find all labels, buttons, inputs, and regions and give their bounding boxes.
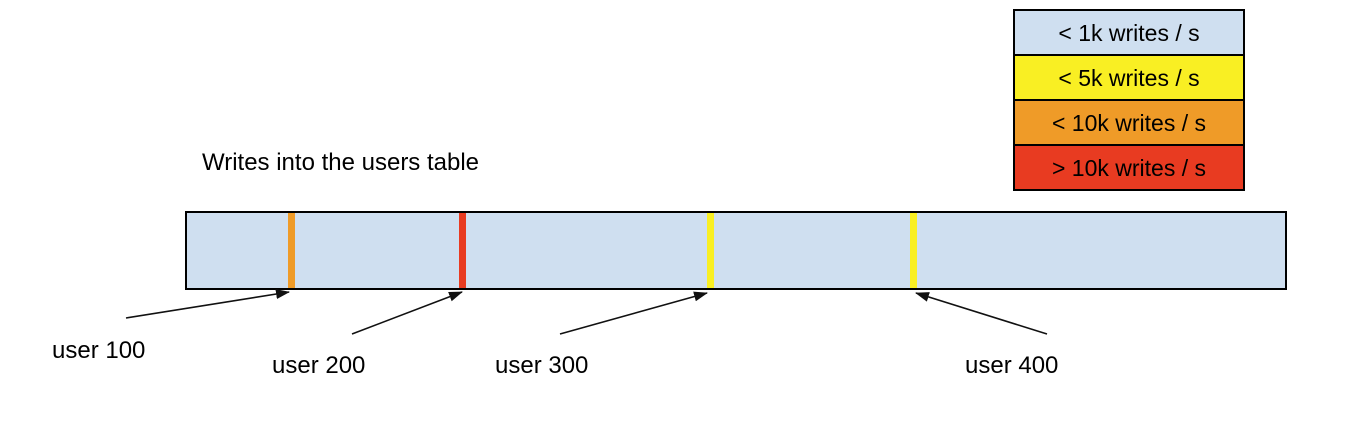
arrow-user-200: [351, 291, 463, 335]
legend-item-gt-10k: > 10k writes / s: [1013, 144, 1245, 191]
legend: < 1k writes / s < 5k writes / s < 10k wr…: [1013, 9, 1245, 191]
callout-label-user-400: user 400: [965, 352, 1059, 379]
hotspot-stripe-user-300: [707, 213, 714, 288]
arrow-user-300: [559, 291, 708, 335]
users-table-bar: [185, 211, 1287, 290]
arrow-user-400: [915, 292, 1048, 335]
hotspot-stripe-user-100: [288, 213, 295, 288]
hotspot-stripe-user-200: [459, 213, 466, 288]
arrow-user-100: [125, 289, 290, 319]
hotspot-stripe-user-400: [910, 213, 917, 288]
callout-label-user-200: user 200: [272, 352, 366, 379]
callout-label-user-300: user 300: [495, 352, 589, 379]
legend-item-lt-1k: < 1k writes / s: [1013, 9, 1245, 56]
legend-item-lt-10k: < 10k writes / s: [1013, 99, 1245, 146]
diagram-title: Writes into the users table: [202, 149, 480, 176]
legend-item-lt-5k: < 5k writes / s: [1013, 54, 1245, 101]
callout-label-user-100: user 100: [52, 337, 146, 364]
